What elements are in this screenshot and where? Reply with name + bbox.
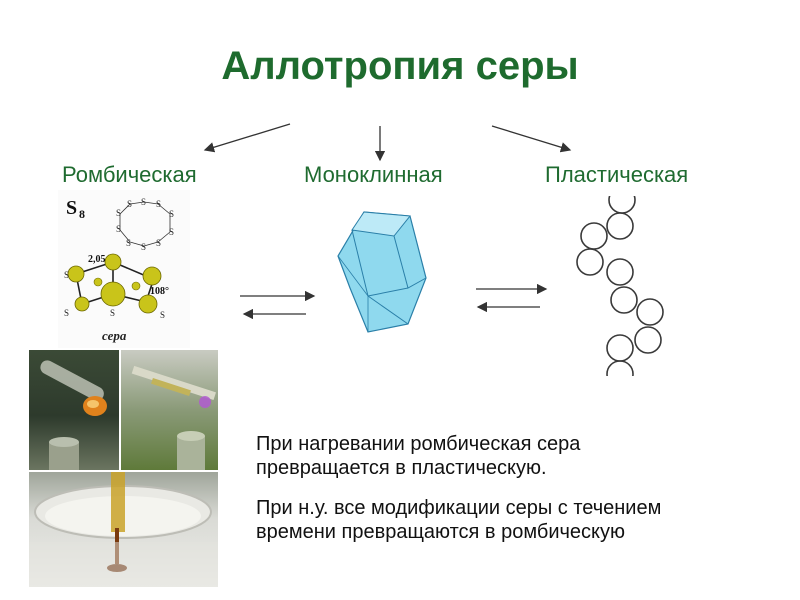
bond-angle: 108°	[150, 286, 169, 297]
svg-text:S: S	[160, 310, 165, 320]
svg-text:S: S	[141, 197, 146, 207]
photo-heating-tube	[29, 350, 119, 470]
plastic-sulfur-chain	[576, 196, 664, 376]
photo-burner-tube	[121, 350, 218, 470]
atom-label: S	[64, 270, 69, 280]
molecule-caption: сера	[102, 328, 127, 343]
svg-text:S: S	[126, 238, 131, 248]
arrow-to-rhombic	[203, 123, 291, 153]
monoclinic-crystal	[337, 211, 427, 333]
svg-text:S: S	[116, 224, 121, 234]
svg-text:S: S	[116, 208, 121, 218]
label-monoclinic: Моноклинная	[304, 162, 443, 187]
svg-text:S: S	[169, 209, 174, 219]
arrow-to-plastic	[491, 125, 572, 153]
svg-text:S: S	[169, 227, 174, 237]
svg-text:S: S	[141, 242, 146, 252]
ring-sketch	[119, 201, 171, 247]
paragraph-2-line-1: При н.у. все модификации серы с течением	[256, 497, 662, 519]
formula-sub: 8	[79, 207, 85, 221]
paragraph-2-line-2: времени превращаются в ромбическую	[256, 521, 626, 543]
bond-length: 2,05	[88, 254, 106, 265]
svg-text:S: S	[156, 199, 161, 209]
svg-text:S: S	[156, 238, 161, 248]
sulfur-atoms	[67, 253, 162, 314]
paragraph-1-line-1: При нагревании ромбическая сера	[256, 433, 581, 455]
svg-text:S: S	[110, 308, 115, 318]
paragraph-1-line-2: превращается в пластическую.	[256, 457, 547, 479]
formula-main: S	[66, 197, 77, 219]
page-title: Аллотропия серы	[221, 44, 579, 88]
label-plastic: Пластическая	[545, 162, 689, 187]
photo-pouring-into-water	[29, 472, 218, 587]
label-rhombic: Ромбическая	[62, 162, 197, 187]
svg-text:S: S	[127, 199, 132, 209]
svg-text:S: S	[64, 308, 69, 318]
